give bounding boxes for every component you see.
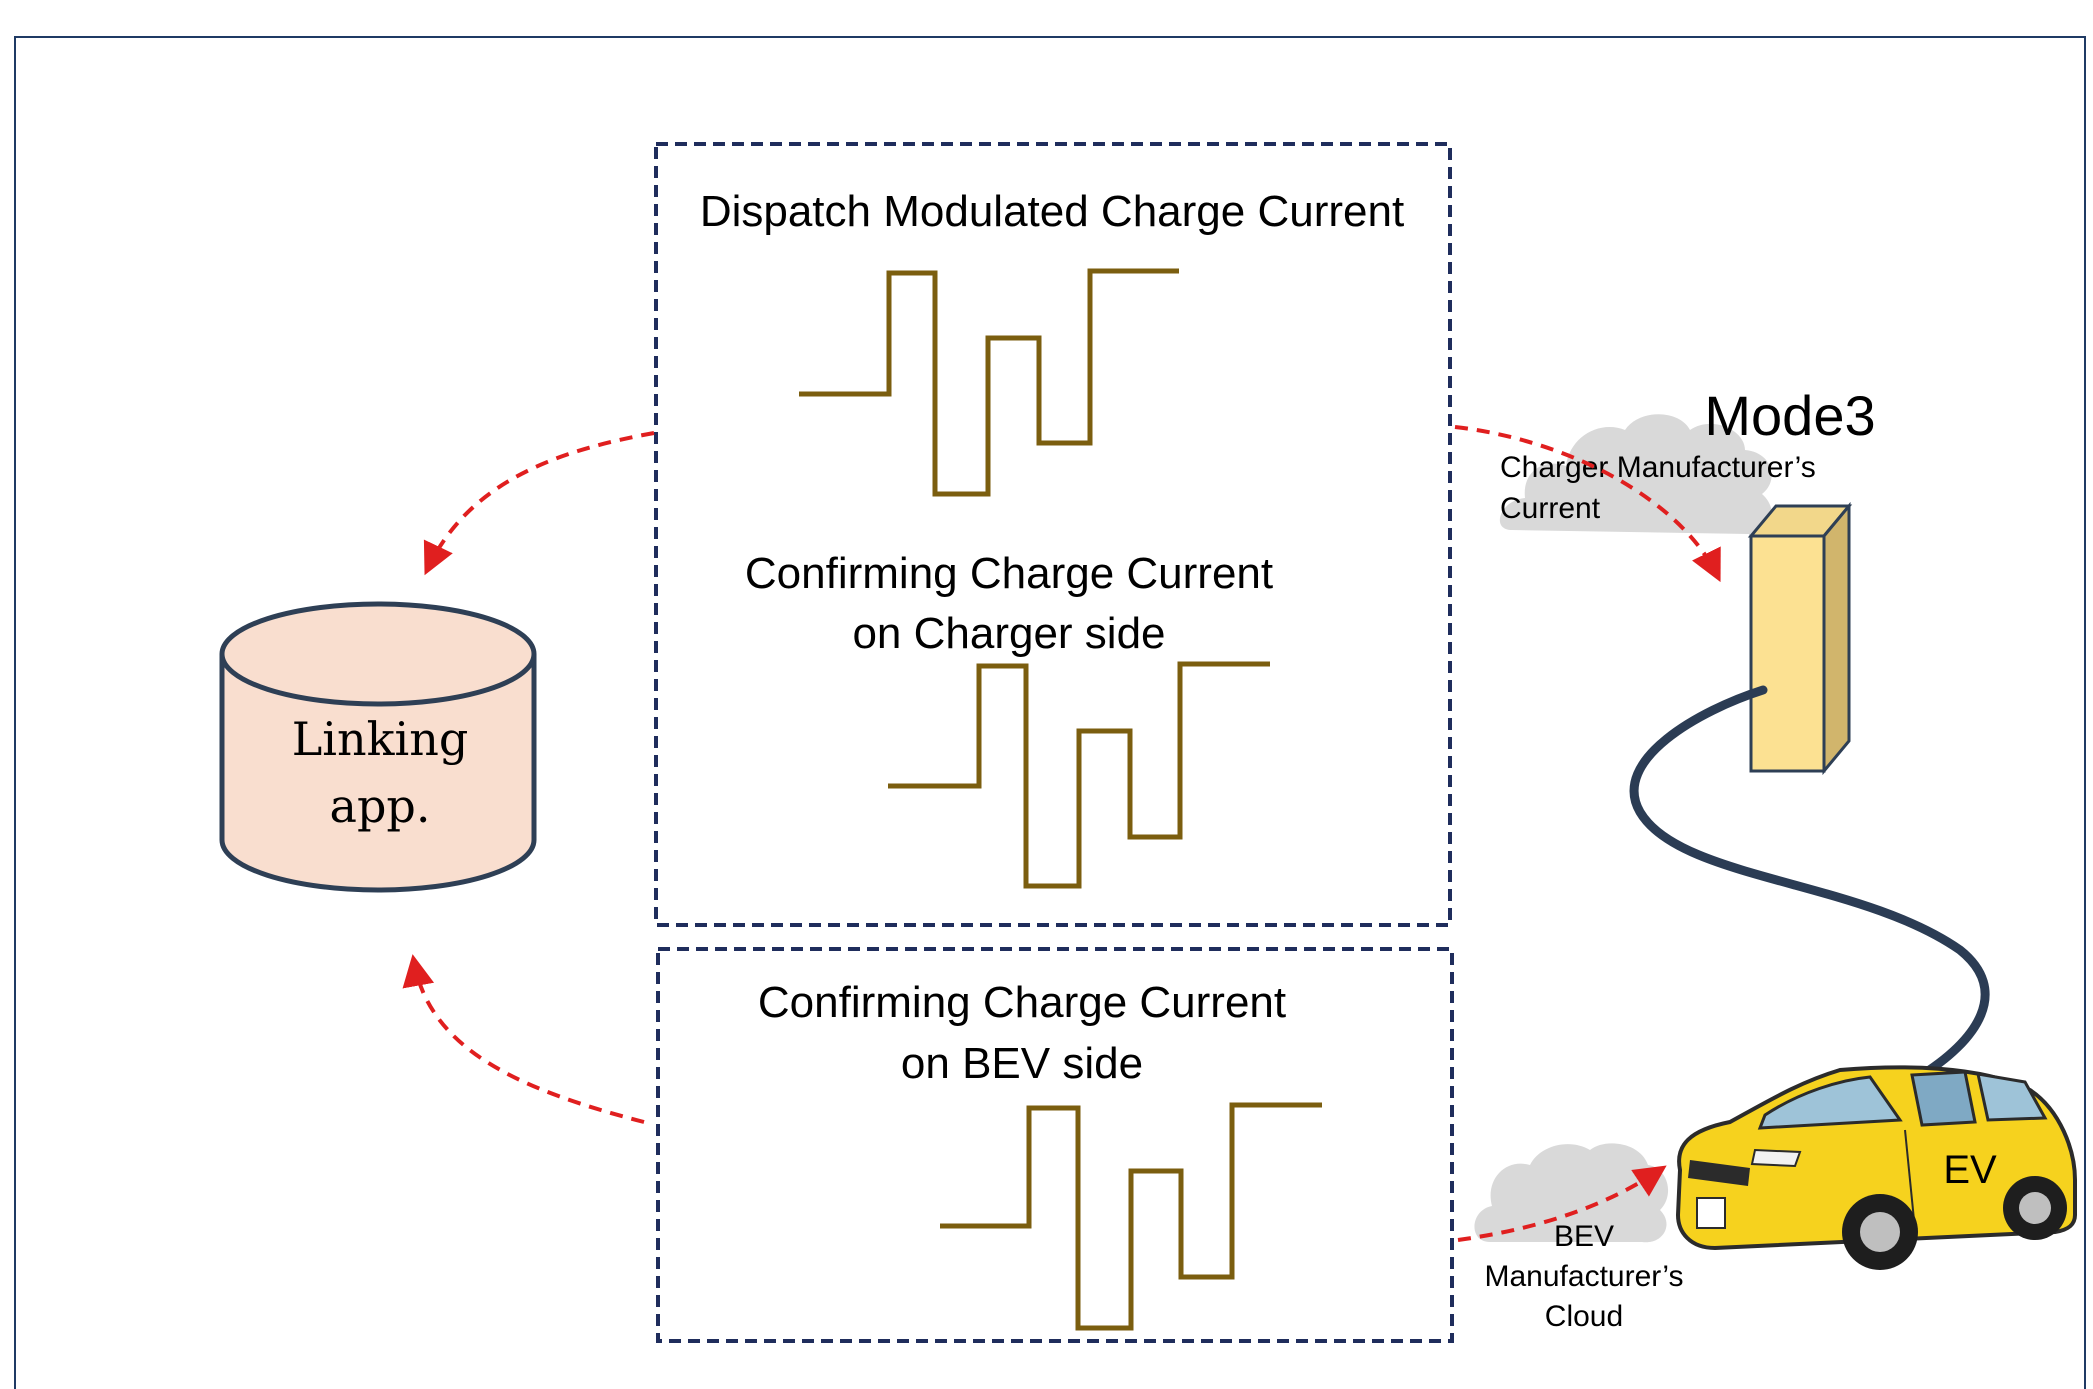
charger-cloud-label-line2: Current	[1500, 492, 1601, 525]
mode3-label: Mode3	[1704, 384, 1875, 447]
charger-panel-border	[654, 142, 1452, 927]
bev-cloud-label-line3: Cloud	[1545, 1300, 1623, 1333]
database-label-line1: Linking	[292, 712, 469, 766]
bev-panel-border	[656, 947, 1454, 1343]
arrow-to-car	[1457, 1165, 1667, 1242]
ev-label: EV	[1943, 1148, 1997, 1192]
dispatch-title: Dispatch Modulated Charge Current	[700, 187, 1404, 236]
charger-side-label-line2: on Charger side	[852, 609, 1165, 658]
charging-cable-icon	[1629, 685, 1990, 1083]
car-icon	[1675, 1065, 2077, 1270]
outer-frame	[14, 36, 2086, 1389]
bev-cloud-label-line1: BEV	[1554, 1220, 1614, 1253]
cloud-icon-bev	[1474, 1143, 1669, 1243]
database-cylinder-icon	[219, 601, 537, 893]
database-label-line2: app.	[330, 779, 431, 833]
bev-side-waveform	[940, 1102, 1322, 1331]
dispatch-waveform	[799, 268, 1179, 497]
charger-cloud-label-line1: Charger Manufacturer’s	[1500, 451, 1816, 484]
cloud-icon	[1499, 414, 1772, 534]
bev-side-label-line1: Confirming Charge Current	[758, 978, 1286, 1027]
bev-cloud-label-line2: Manufacturer’s	[1485, 1260, 1684, 1293]
bev-side-label-line2: on BEV side	[901, 1039, 1143, 1088]
arrow-to-charger	[1454, 425, 1721, 583]
charger-side-waveform	[888, 661, 1270, 889]
charger-side-label-line1: Confirming Charge Current	[745, 549, 1273, 598]
charging-station-icon	[1747, 501, 1853, 776]
arrow-to-database-top	[423, 431, 655, 576]
arrow-to-database-bottom	[402, 954, 645, 1124]
